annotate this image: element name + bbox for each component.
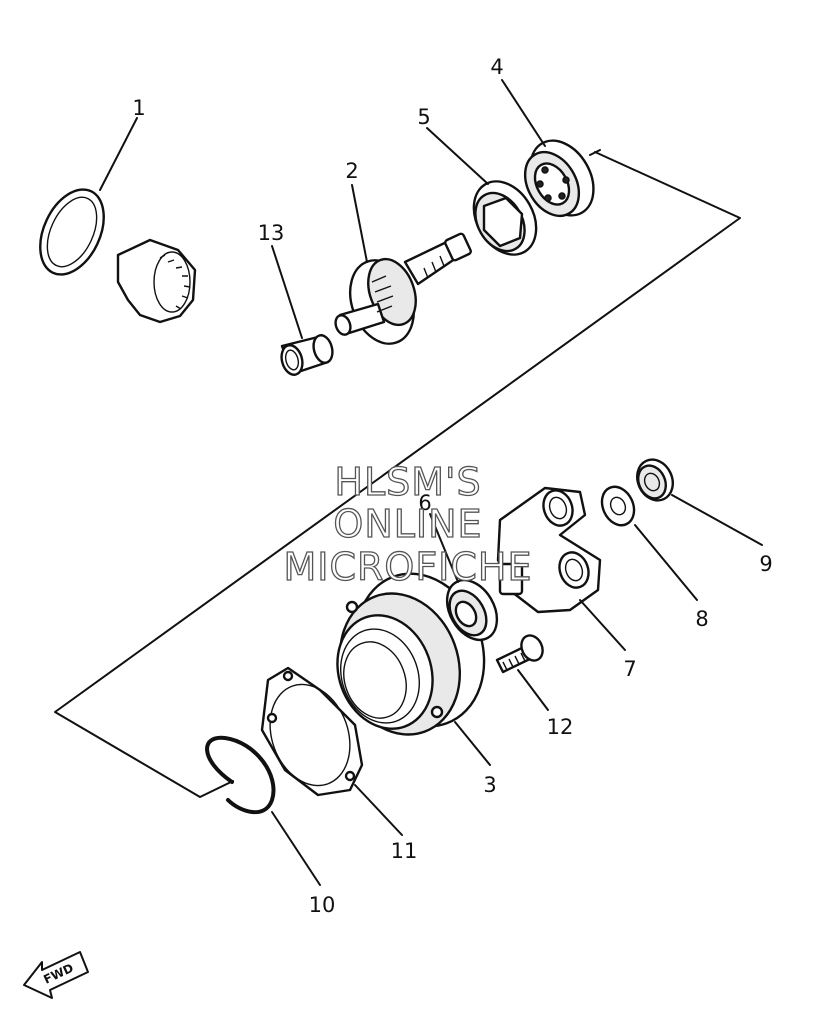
watermark-line-1: HLSM'S (334, 460, 481, 504)
part-10-circlip[interactable] (205, 735, 276, 815)
part-2-shaft-gear[interactable] (333, 232, 472, 353)
label-part-3: 3 (483, 773, 496, 797)
label-part-8: 8 (695, 607, 708, 631)
label-part-13: 13 (258, 221, 285, 245)
label-part-4: 4 (490, 55, 503, 79)
part-13-needle-bearing[interactable] (278, 333, 335, 377)
label-part-6: 6 (418, 491, 431, 515)
part-4-ball-bearing[interactable] (514, 129, 606, 226)
watermark-line-3: MICROFICHE (283, 545, 532, 589)
fwd-arrow-icon: FWD (23, 951, 89, 999)
label-part-1: 1 (132, 96, 145, 120)
watermark-line-2: ONLINE (333, 502, 482, 546)
label-part-9: 9 (759, 552, 772, 576)
gear-silhouette (116, 238, 197, 324)
watermark: HLSM'S ONLINE MICROFICHE (283, 459, 532, 589)
leader-lines (99, 79, 763, 886)
part-11-gasket[interactable] (257, 666, 364, 797)
part-8-washer[interactable] (596, 482, 640, 531)
label-part-12: 12 (547, 715, 574, 739)
part-12-bolt[interactable] (495, 632, 547, 674)
label-part-7: 7 (623, 657, 636, 681)
part-1-o-ring[interactable] (28, 179, 117, 284)
part-7-yoke[interactable] (496, 486, 602, 614)
label-part-11: 11 (391, 839, 418, 863)
part-9-nut[interactable] (631, 454, 680, 506)
label-part-10: 10 (309, 893, 336, 917)
assembly-boundary-line (54, 149, 741, 798)
label-part-5: 5 (417, 105, 430, 129)
part-6-oil-seal[interactable] (437, 571, 507, 648)
part-5-oil-seal[interactable] (461, 170, 548, 266)
label-part-2: 2 (345, 159, 358, 183)
part-labels: 1 2 3 4 5 6 7 8 9 10 11 12 13 (132, 55, 772, 917)
